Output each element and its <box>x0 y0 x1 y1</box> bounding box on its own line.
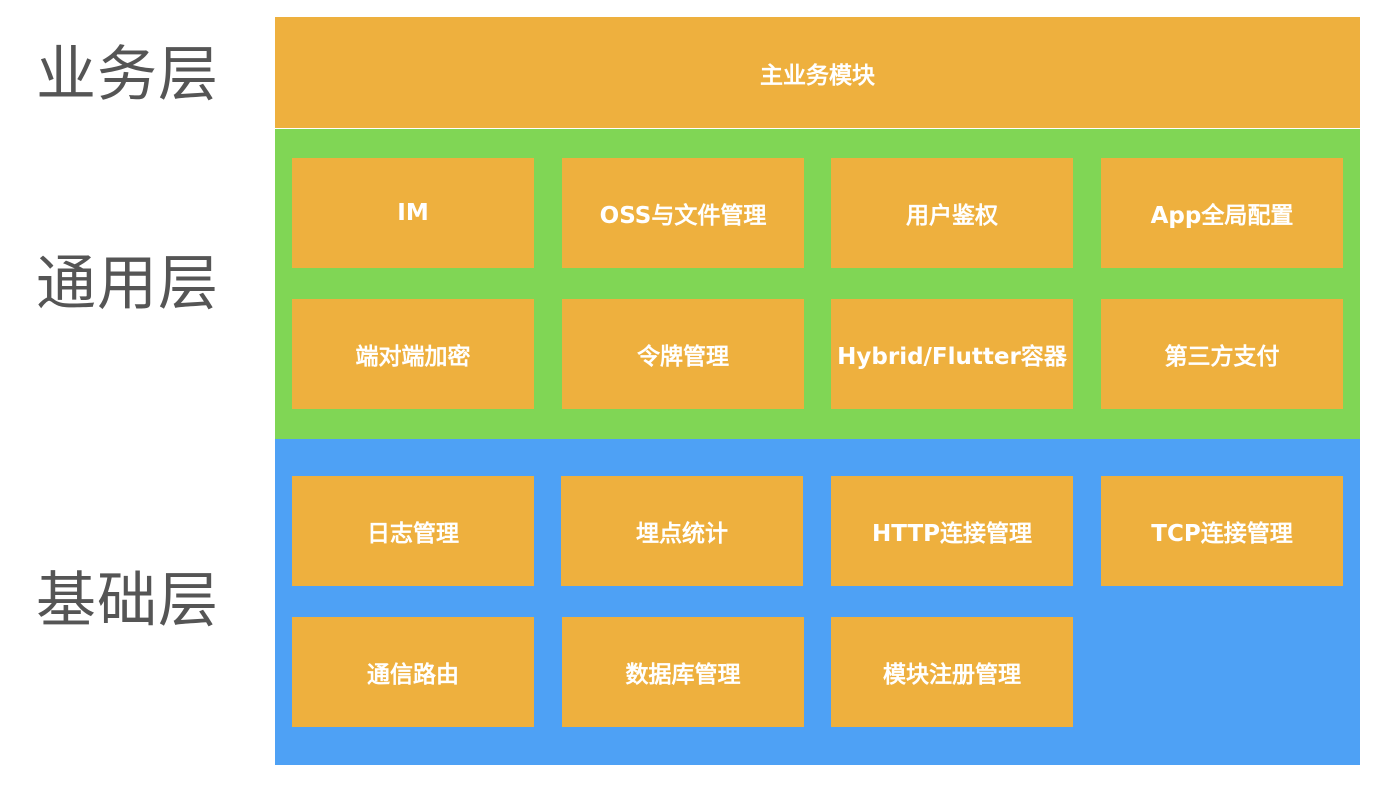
module-log-management: 日志管理 <box>292 476 534 586</box>
base-layer-band: 日志管理 埋点统计 HTTP连接管理 TCP连接管理 通信路由 数据库管理 模块… <box>275 439 1360 765</box>
module-database-management: 数据库管理 <box>562 617 804 727</box>
module-user-auth: 用户鉴权 <box>831 158 1073 268</box>
module-token-management: 令牌管理 <box>562 299 804 409</box>
layer-label-base: 基础层 <box>36 566 219 636</box>
module-hybrid-flutter-container: Hybrid/Flutter容器 <box>831 299 1073 409</box>
module-third-party-payment: 第三方支付 <box>1101 299 1343 409</box>
main-business-module: 主业务模块 <box>760 62 875 89</box>
module-im: IM <box>292 158 534 268</box>
business-layer-band: 主业务模块 <box>275 17 1360 128</box>
layer-label-business: 业务层 <box>36 40 219 110</box>
module-communication-routing: 通信路由 <box>292 617 534 727</box>
module-http-connection: HTTP连接管理 <box>831 476 1073 586</box>
module-tracking-stats: 埋点统计 <box>561 476 803 586</box>
common-layer-band: IM OSS与文件管理 用户鉴权 App全局配置 端对端加密 令牌管理 Hybr… <box>275 129 1360 439</box>
layer-label-common: 通用层 <box>36 249 219 319</box>
module-tcp-connection: TCP连接管理 <box>1101 476 1343 586</box>
module-registration-management: 模块注册管理 <box>831 617 1073 727</box>
module-e2e-encryption: 端对端加密 <box>292 299 534 409</box>
module-oss-file-management: OSS与文件管理 <box>562 158 804 268</box>
module-app-global-config: App全局配置 <box>1101 158 1343 268</box>
